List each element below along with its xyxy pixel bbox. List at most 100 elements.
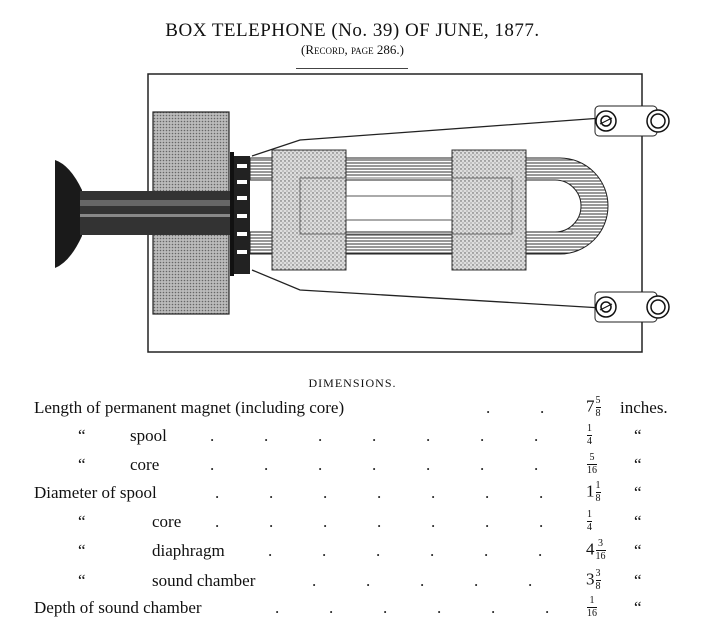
leader-dot: . — [528, 571, 533, 590]
leader-dot: . — [474, 571, 479, 590]
leader-dot: . — [268, 541, 273, 560]
leader-dot: . — [538, 541, 543, 560]
title-rule — [296, 68, 408, 69]
mouthpiece-tube — [80, 191, 230, 235]
leader-dot: . — [534, 426, 539, 445]
leader-dot: . — [269, 512, 274, 531]
dimension-unit: “ — [634, 571, 642, 590]
diaphragm — [230, 152, 234, 276]
leader-dot: . — [215, 512, 220, 531]
leader-dot: . — [383, 598, 388, 617]
value-whole: 4 — [586, 539, 595, 559]
leader-dot: . — [210, 426, 215, 445]
leader-dot: . — [486, 398, 491, 417]
dimension-label: core — [152, 512, 182, 531]
dimension-label: Diameter of spool — [34, 483, 157, 502]
dimension-label: Length of permanent magnet (including co… — [34, 398, 345, 417]
dimensions-heading: DIMENSIONS. — [308, 376, 397, 390]
leader-dot: . — [372, 455, 377, 474]
leader-dot: . — [264, 426, 269, 445]
spool-right — [451, 149, 527, 271]
leader-dot: . — [431, 483, 436, 502]
leader-dot: . — [485, 483, 490, 502]
leader-dot: . — [215, 483, 220, 502]
leader-dot: . — [420, 571, 425, 590]
dimension-row: Length of permanent magnet (including co… — [0, 396, 705, 426]
dimension-unit: “ — [634, 598, 642, 617]
core — [299, 177, 513, 235]
ditto-mark: “ — [78, 571, 86, 590]
dimension-label: diaphragm — [152, 541, 225, 560]
leader-dot: . — [323, 512, 328, 531]
leader-dot: . — [323, 483, 328, 502]
leader-dot: . — [485, 512, 490, 531]
wire-bottom — [251, 269, 603, 309]
dimension-unit: “ — [634, 541, 642, 560]
leader-dot: . — [329, 598, 334, 617]
dimension-unit: “ — [634, 455, 642, 474]
leader-dot: . — [269, 483, 274, 502]
dimension-label: sound chamber — [152, 571, 256, 590]
leader-dot: . — [491, 598, 496, 617]
leader-dot: . — [322, 541, 327, 560]
dimension-label: core — [130, 455, 160, 474]
dimension-unit: inches. — [620, 398, 668, 417]
mouthpiece — [55, 160, 82, 268]
leader-dot: . — [264, 455, 269, 474]
leader-dot: . — [430, 541, 435, 560]
wire-top — [251, 117, 603, 157]
leader-dot: . — [366, 571, 371, 590]
dimension-unit: “ — [634, 426, 642, 445]
leader-dot: . — [437, 598, 442, 617]
ditto-mark: “ — [78, 541, 86, 560]
leader-dot: . — [431, 512, 436, 531]
ditto-mark: “ — [78, 512, 86, 531]
dimension-label: spool — [130, 426, 167, 445]
leader-dot: . — [545, 598, 550, 617]
value-whole: 3 — [586, 569, 595, 589]
leader-dot: . — [540, 398, 545, 417]
box-telephone-illustration — [55, 73, 670, 353]
value-whole: 7 — [586, 396, 595, 416]
leader-dot: . — [484, 541, 489, 560]
leader-dot: . — [534, 455, 539, 474]
page-title: BOX TELEPHONE (No. 39) OF JUNE, 1877. — [165, 20, 540, 41]
leader-dot: . — [480, 426, 485, 445]
leader-dot: . — [480, 455, 485, 474]
spool-left — [271, 149, 347, 271]
dimension-unit: “ — [634, 512, 642, 531]
ditto-mark: “ — [78, 455, 86, 474]
leader-dot: . — [377, 512, 382, 531]
leader-dot: . — [377, 483, 382, 502]
dimension-unit: “ — [634, 483, 642, 502]
leader-dot: . — [426, 426, 431, 445]
leader-dot: . — [318, 455, 323, 474]
leader-dot: . — [372, 426, 377, 445]
leader-dot: . — [275, 598, 280, 617]
leader-dot: . — [376, 541, 381, 560]
value-whole: 1 — [586, 481, 595, 501]
leader-dot: . — [210, 455, 215, 474]
leader-dot: . — [426, 455, 431, 474]
